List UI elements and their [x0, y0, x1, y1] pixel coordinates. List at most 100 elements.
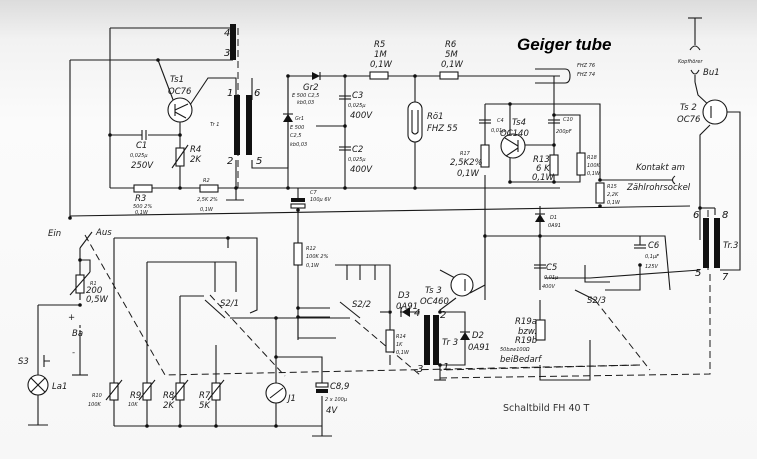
pushbutton-s3: S3 [18, 352, 50, 370]
tr1-pin-3: 3 [224, 48, 230, 59]
resistor-r17: R17 2,5K2% 0,1W [450, 144, 490, 179]
r2-power: 0,1W [200, 207, 214, 213]
title-geiger-tube: Geiger tube [517, 35, 611, 54]
rotary-switch-s2-1: S2/1 [204, 299, 239, 319]
gr1-ref: Gr1 [295, 116, 304, 122]
r10-ref: R10 [92, 393, 102, 399]
gr2-line2: kb0,03 [297, 100, 314, 106]
r1-val: 200 [86, 286, 102, 296]
diode-gr2: Gr2 E 500 C2,5 kb0,03 [292, 72, 321, 106]
s2-2-label: S2/2 [352, 300, 371, 310]
s2-1-label: S2/1 [220, 299, 239, 309]
potentiometer-r10: R10 100K [88, 379, 123, 408]
c7-ref: C7 [310, 190, 317, 196]
bu1-ref: Bu1 [703, 68, 720, 78]
c7-val: 100µ 6V [310, 197, 331, 203]
c1-ref: C1 [136, 141, 147, 151]
r1-power: 0,5W [86, 295, 109, 305]
tr3l-pin-2: 2 [440, 310, 446, 321]
d2-type: 0A91 [468, 343, 490, 353]
r4-ref: R4 [190, 145, 201, 155]
capacitor-c2: C2 0,025µ 400V [339, 145, 373, 175]
r17-power: 0,1W [457, 169, 480, 179]
j1-ref: J1 [286, 394, 296, 404]
c2-ref: C2 [352, 145, 363, 155]
r13-ref: R13 [533, 155, 550, 165]
capacitor-c4: C4 0,01µ [479, 118, 505, 134]
r6-power: 0,1W [441, 60, 464, 70]
power-switch: Ein Aus [48, 228, 112, 249]
r17-val: 2,5K2% [450, 158, 483, 168]
c5-ref: C5 [546, 263, 557, 273]
contact-line2: Zählrohrsockel [626, 183, 691, 193]
transistor-ts4: Ts4 OC140 [500, 118, 529, 159]
resistor-r15: R15 2,2K 0,1W [595, 182, 621, 206]
resistor-r12: R12 100K 2% 0,1W [293, 242, 329, 269]
tr3l-label: Tr 3 [442, 338, 458, 348]
resistor-r19: R19a bzw. R19b 50bzw100Ω beiBedarf [500, 317, 546, 365]
headphone-label: Kopfhörer [678, 59, 703, 65]
rotary-switch-s2-3: S2/3 [574, 289, 606, 306]
ts3-ref: Ts 3 [425, 286, 442, 296]
r6-ref: R6 [445, 40, 457, 50]
tr1-pin-6: 6 [254, 88, 260, 99]
transistor-ts1: Ts1 OC76 [167, 75, 193, 123]
c8-val: 2 x 100µ [325, 397, 347, 403]
capacitor-c3: C3 0,025µ 400V [339, 91, 373, 121]
resistor-r1: R1 200 0,5W [69, 271, 109, 305]
battery-ba: + Ba - [68, 313, 83, 358]
gr2-line1: E 500 C2,5 [292, 93, 319, 99]
resistor-r6: R6 5M 0,1W [439, 40, 464, 80]
ro1-ref: Rö1 [427, 112, 444, 122]
r18-ref: R18 [587, 155, 597, 161]
ba-minus: - [72, 348, 75, 358]
ts3-type: OC460 [420, 297, 449, 307]
c5-val: 0,01µ [544, 275, 558, 281]
r2-ref: R2 [203, 178, 210, 184]
tr3r-pin-6: 6 [693, 210, 699, 221]
stabilizer-ro1: Rö1 FHZ 55 [407, 101, 458, 143]
tr1-pin-1: 1 [227, 88, 233, 99]
s3-ref: S3 [18, 357, 29, 367]
c6-volt: 125V [645, 264, 659, 270]
ts4-ref: Ts4 [512, 118, 526, 128]
resistor-r5: R5 1M 0,1W [369, 40, 393, 80]
switch-off-label: Aus [95, 228, 112, 238]
c1-val: 0,025µ [130, 153, 148, 159]
resistor-r2: R2 2,5K 2% 0,1W [197, 178, 219, 213]
tr1-pin-5: 5 [256, 156, 262, 167]
r13-power: 0,1W [532, 173, 555, 183]
r14-ref: R14 [396, 334, 406, 340]
diode-gr1: Gr1 E 500 C2,5 kb0,03 [283, 113, 307, 148]
c2-val: 0,025µ [348, 157, 366, 163]
transformer-tr3-right: 6 8 5 7 Tr.3 [693, 210, 738, 283]
capacitor-c1: C1 0,025µ 250V [130, 130, 154, 171]
tr1-pin-4: 4 [224, 28, 230, 39]
resistor-r14: R14 1K 0,1W [385, 329, 410, 356]
diode-d1: D1 0A91 [535, 213, 561, 229]
r13-val: 6 K [536, 164, 551, 174]
r12-ref: R12 [306, 246, 316, 252]
r8-ref: R8 [163, 391, 175, 401]
d3-type: 0A91 [396, 302, 418, 312]
ba-ref: Ba [72, 329, 83, 339]
counter-tube-contact: Kontakt am Zählrohrsockel [626, 163, 691, 193]
capacitor-c6: C6 0,1µF 125V [634, 241, 660, 270]
r14-val: 1K [396, 342, 403, 348]
transistor-ts2: Ts 2 OC76 [677, 99, 728, 125]
c5-volt: 400V [542, 284, 556, 290]
tr3l-pin-4: 4 [414, 308, 420, 319]
r18-power: 0,1W [587, 171, 601, 177]
contact-line1: Kontakt am [636, 163, 685, 173]
r7-val: 5K [199, 401, 211, 411]
d2-ref: D2 [472, 331, 484, 341]
resistor-r3: R3 500 2% 0,1W [133, 184, 153, 216]
c10-val: 200pF [556, 129, 572, 135]
c10-ref: C10 [563, 117, 573, 123]
r3-val: 500 2% [133, 204, 152, 210]
c3-ref: C3 [352, 91, 363, 101]
r3-power: 0,1W [135, 210, 149, 216]
la1-ref: La1 [52, 382, 67, 392]
